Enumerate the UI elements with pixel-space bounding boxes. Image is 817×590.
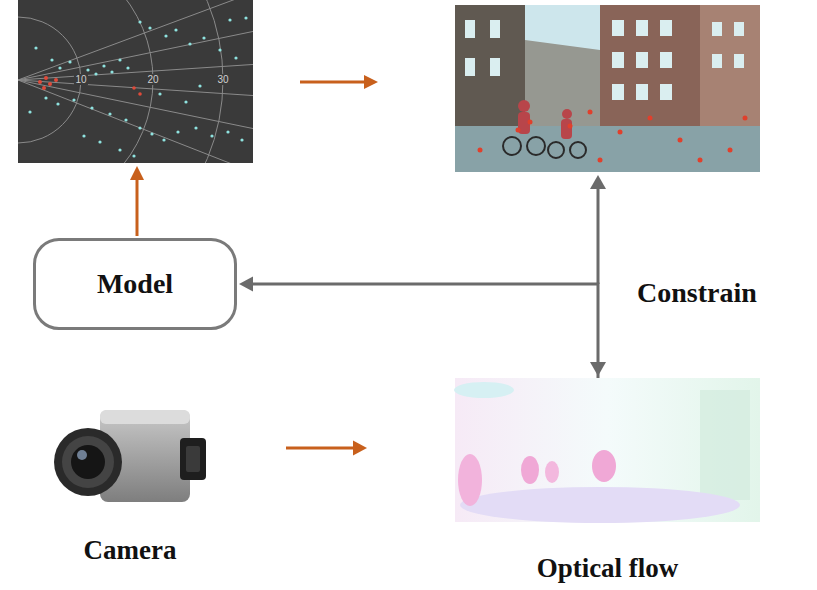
camera-node: Camera — [40, 398, 220, 570]
axis-tick: 20 — [146, 74, 159, 85]
connector — [239, 277, 598, 379]
optical-flow-node: Optical flow — [455, 378, 760, 588]
optical-flow-image — [454, 378, 760, 523]
connector-line — [286, 447, 355, 450]
camera-icon — [54, 410, 206, 502]
model-box: Model — [33, 238, 237, 330]
connector-line — [251, 284, 598, 378]
street-scene — [455, 5, 760, 172]
caption: Camera — [84, 535, 177, 566]
orange-arrow — [300, 75, 378, 89]
axis-tick: 10 — [74, 74, 87, 85]
radar-plot — [18, 0, 253, 163]
connector — [286, 441, 367, 456]
caption: Optical flow — [537, 553, 679, 584]
orange-arrow — [130, 166, 144, 236]
axis-tick: 30 — [216, 74, 229, 85]
arrowhead — [239, 277, 253, 292]
constrain-label: Constrain — [637, 277, 757, 309]
box-title: Model — [97, 268, 173, 300]
arrowhead — [353, 441, 367, 456]
